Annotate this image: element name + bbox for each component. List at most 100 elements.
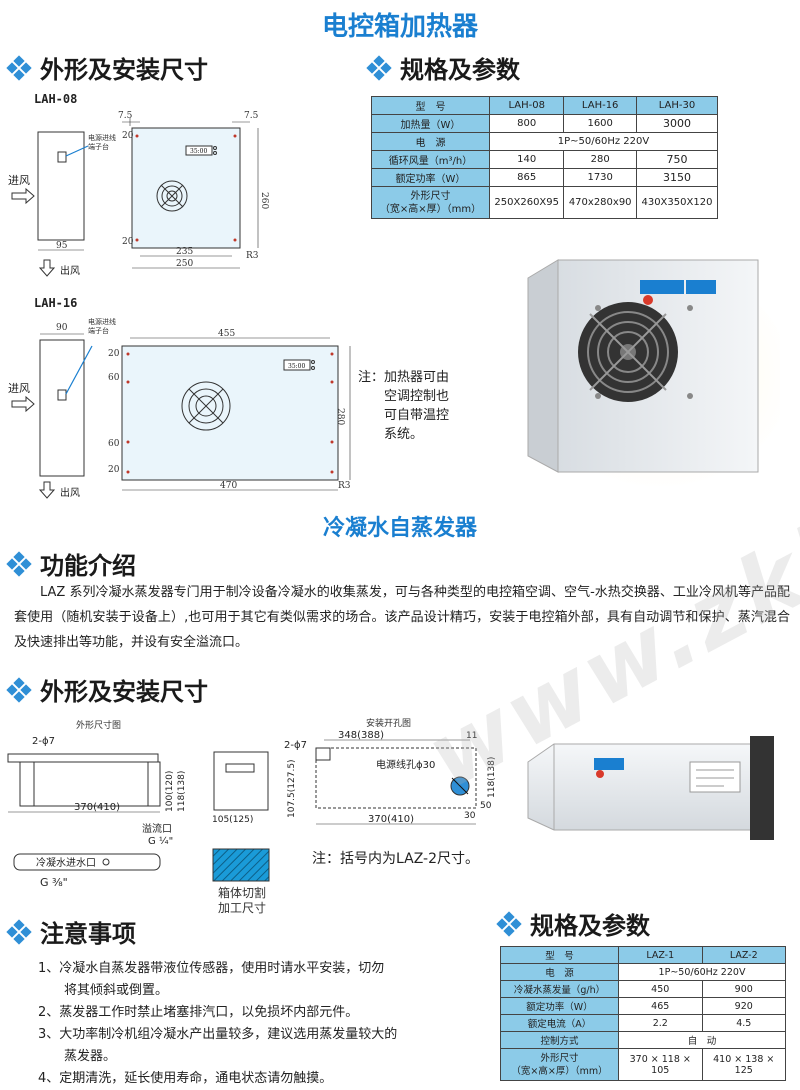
list-item: 将其倾斜或倒置。	[38, 983, 169, 998]
model-label-lah16: LAH-16	[34, 296, 78, 310]
table-row: 外形尺寸（宽×高×厚）（mm） 250X260X95 470x280x90 43…	[371, 186, 719, 219]
diamond-icon	[366, 54, 392, 81]
svg-text:20: 20	[122, 131, 134, 141]
lah08-side-view	[37, 131, 85, 241]
svg-text:20: 20	[108, 349, 120, 359]
svg-text:2-ϕ7: 2-ϕ7	[32, 736, 55, 747]
diamond-icon	[6, 550, 32, 577]
heater-photo-logo	[640, 280, 684, 294]
inlet-arrow-icon	[11, 187, 35, 205]
svg-text:105(125): 105(125)	[212, 815, 253, 825]
svg-text:7.5: 7.5	[244, 111, 259, 121]
svg-text:60: 60	[108, 439, 120, 449]
evap-spec-table: 型 号 LAZ-1 LAZ-2 电 源 1P~50/60Hz 220V 冷凝水蒸…	[500, 946, 786, 1081]
list-item: 蒸发器。	[38, 1049, 117, 1064]
svg-text:60: 60	[108, 373, 120, 383]
section-evap-spec: 规格及参数	[496, 906, 650, 941]
model-label-lah08: LAH-08	[34, 92, 78, 106]
evap-note: 注：括号内为LAZ-2尺寸。	[312, 851, 480, 867]
table-row: 冷凝水蒸发量（g/h） 450 900	[500, 980, 786, 998]
lah16-side-view	[39, 339, 85, 477]
table-row: 电 源 1P~50/60Hz 220V	[371, 132, 718, 151]
heater-spec-table: 型 号 LAH-08 LAH-16 LAH-30 加热量（W） 800 1600…	[371, 96, 719, 219]
svg-text:冷凝水进水口: 冷凝水进水口	[36, 856, 96, 869]
svg-text:端子台: 端子台	[88, 326, 109, 335]
fan-icon	[156, 180, 188, 212]
function-text: LAZ 系列冷凝水蒸发器专门用于制冷设备冷凝水的收集蒸发，可与各种类型的电控箱空…	[14, 585, 790, 650]
heater-title: 电控箱加热器	[321, 12, 478, 42]
evap-title: 冷凝水自蒸发器	[322, 516, 477, 541]
lah08-outlet: 出风	[60, 264, 80, 277]
list-item: 2、蒸发器工作时禁止堵塞排汽口，以免损坏内部元件。	[38, 1005, 359, 1020]
section-heater-spec: 规格及参数	[366, 50, 520, 85]
lah08-inlet: 进风	[8, 174, 30, 187]
svg-text:370(410): 370(410)	[368, 814, 414, 825]
svg-text:7.5: 7.5	[118, 111, 133, 121]
diamond-icon	[496, 910, 522, 937]
svg-text:R3: R3	[338, 481, 351, 491]
svg-text:90: 90	[56, 323, 68, 333]
svg-text:G ⅜": G ⅜"	[40, 876, 68, 889]
notes-list: 1、冷凝水自蒸发器带液位传感器，使用时请水平安装，切勿 将其倾斜或倒置。 2、蒸…	[38, 958, 468, 1090]
diamond-icon	[6, 54, 32, 81]
svg-text:11: 11	[466, 731, 477, 741]
svg-text:2-ϕ7: 2-ϕ7	[284, 740, 307, 751]
svg-text:348(388): 348(388)	[338, 730, 384, 741]
heater-note: 注：加热器可由 空调控制也 可自带温控 系统。	[358, 370, 450, 442]
evap-product-photo	[527, 736, 774, 840]
svg-text:35:00: 35:00	[190, 148, 207, 155]
svg-text:溢流口: 溢流口	[142, 822, 172, 835]
svg-text:30: 30	[464, 811, 476, 821]
svg-text:470: 470	[220, 481, 237, 491]
table-row: 外形尺寸（宽×高×厚）（mm） 370 × 118 × 105 410 × 13…	[500, 1048, 786, 1081]
list-item: 4、定期清洗，延长使用寿命，通电状态请勿触摸。	[38, 1071, 333, 1086]
table-row: 型 号 LAH-08 LAH-16 LAH-30	[371, 96, 719, 115]
section-evap-dims: 外形及安装尺寸	[6, 672, 208, 707]
svg-text:455: 455	[218, 329, 235, 339]
svg-text:35:00: 35:00	[288, 363, 305, 370]
section-heater-dims: 外形及安装尺寸	[6, 50, 208, 85]
table-row: 控制方式 自 动	[500, 1031, 786, 1049]
table-row: 加热量（W） 800 1600 3000	[371, 114, 719, 133]
svg-text:G ¼": G ¼"	[148, 835, 173, 847]
evap-hole-drawing: 安装开孔图 2-ϕ7 348(388) 11 电源线孔ϕ30 107.5(127…	[284, 717, 497, 825]
svg-text:电源线孔ϕ30: 电源线孔ϕ30	[376, 758, 435, 771]
lah16-drawing: 90 电源进线 端子台 进风 出风 35:00 455 470 R3 280 2…	[8, 317, 351, 499]
list-item: 3、大功率制冷机组冷凝水产出量较多，建议选用蒸发量较大的	[38, 1027, 398, 1042]
table-row: 额定电流（A） 2.2 4.5	[500, 1014, 786, 1032]
lah08-w95: 95	[56, 241, 68, 251]
svg-text:280: 280	[335, 408, 345, 425]
cut-legend-label: 箱体切割 加工尺寸	[218, 886, 267, 915]
svg-text:107.5(127.5): 107.5(127.5)	[287, 759, 297, 818]
table-row: 额定功率（W） 465 920	[500, 997, 786, 1015]
svg-text:外形尺寸图: 外形尺寸图	[76, 719, 121, 731]
lah08-terminal2: 端子台	[88, 142, 109, 151]
section-function: 功能介绍	[6, 546, 136, 581]
cut-legend-swatch	[212, 848, 270, 882]
table-row: 型 号 LAZ-1 LAZ-2	[500, 946, 786, 964]
table-row: 额定功率（W） 865 1730 3150	[371, 168, 719, 187]
svg-text:20: 20	[122, 237, 134, 247]
section-notes: 注意事项	[6, 914, 136, 949]
lah08-terminal: 电源进线	[88, 133, 116, 142]
svg-text:250: 250	[176, 259, 193, 269]
table-row: 循环风量（m³/h） 140 280 750	[371, 150, 719, 169]
svg-text:370(410): 370(410)	[74, 802, 120, 813]
list-item: 1、冷凝水自蒸发器带液位传感器，使用时请水平安装，切勿	[38, 961, 385, 976]
heater-product-photo	[527, 259, 780, 486]
lah08-drawing: 95 电源进线 端子台 进风 出风 35:00 7.5 7.5 260 20 2…	[8, 111, 269, 277]
outlet-arrow-icon	[38, 259, 56, 277]
table-row: 电 源 1P~50/60Hz 220V	[500, 963, 786, 981]
svg-text:R3: R3	[246, 251, 259, 261]
svg-text:20: 20	[108, 465, 120, 475]
svg-text:235: 235	[176, 247, 193, 257]
svg-text:进风: 进风	[8, 382, 30, 395]
svg-text:安装开孔图: 安装开孔图	[366, 717, 411, 729]
svg-text:260: 260	[259, 192, 269, 209]
svg-text:电源进线: 电源进线	[88, 317, 116, 326]
diamond-icon	[6, 918, 32, 945]
svg-text:100(120): 100(120)	[165, 771, 175, 812]
svg-text:出风: 出风	[60, 486, 80, 499]
diamond-icon	[6, 676, 32, 703]
svg-text:50: 50	[480, 801, 492, 811]
